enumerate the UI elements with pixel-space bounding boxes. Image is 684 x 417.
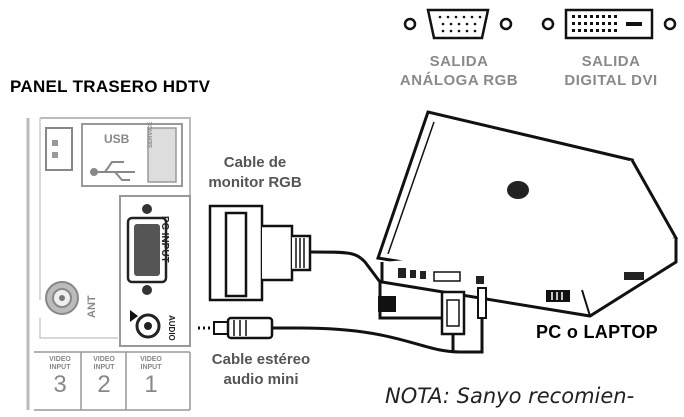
ant-label: ANT [86, 295, 98, 318]
audio-port-label: AUDIO [167, 315, 176, 341]
usb-label: USB [104, 132, 130, 146]
audio-jack [130, 310, 161, 339]
laptop-port-strip [546, 290, 570, 302]
video-input-1: VIDEO INPUT 1 [140, 356, 162, 398]
pc-input-label: PC INPUT [159, 216, 170, 263]
ferrite-core [378, 296, 396, 312]
rgb-cable-label: Cable de monitor RGB [208, 154, 302, 191]
pc-laptop-label: PC o LAPTOP [536, 322, 658, 342]
audio-plug [477, 287, 487, 319]
video-input-2: VIDEO INPUT 2 [93, 356, 115, 398]
service-label: SERVICE [148, 121, 154, 148]
rgb-cable [208, 204, 445, 320]
laptop-illustration [376, 110, 679, 318]
analog-output-label: SALIDA ANÁLOGA RGB [399, 53, 519, 89]
logo-icon [507, 181, 529, 199]
audio-cable [198, 316, 484, 354]
audio-cable-label: Cable estéreo audio mini [211, 351, 311, 388]
dvi-connector-icon [541, 8, 677, 40]
laptop-vga-port [433, 271, 461, 282]
video-input-3: VIDEO INPUT 3 [49, 356, 71, 398]
digital-output-label: SALIDA DIGITAL DVI [564, 53, 658, 89]
antenna-connector [39, 281, 118, 339]
usb-icon [90, 161, 135, 181]
note-text: NOTA: Sanyo recomien- [385, 384, 635, 408]
vga-plug [440, 287, 487, 352]
panel-title: PANEL TRASERO HDTV [10, 77, 211, 96]
vga-connector-icon [403, 8, 513, 40]
tv-rear-panel [26, 117, 191, 411]
